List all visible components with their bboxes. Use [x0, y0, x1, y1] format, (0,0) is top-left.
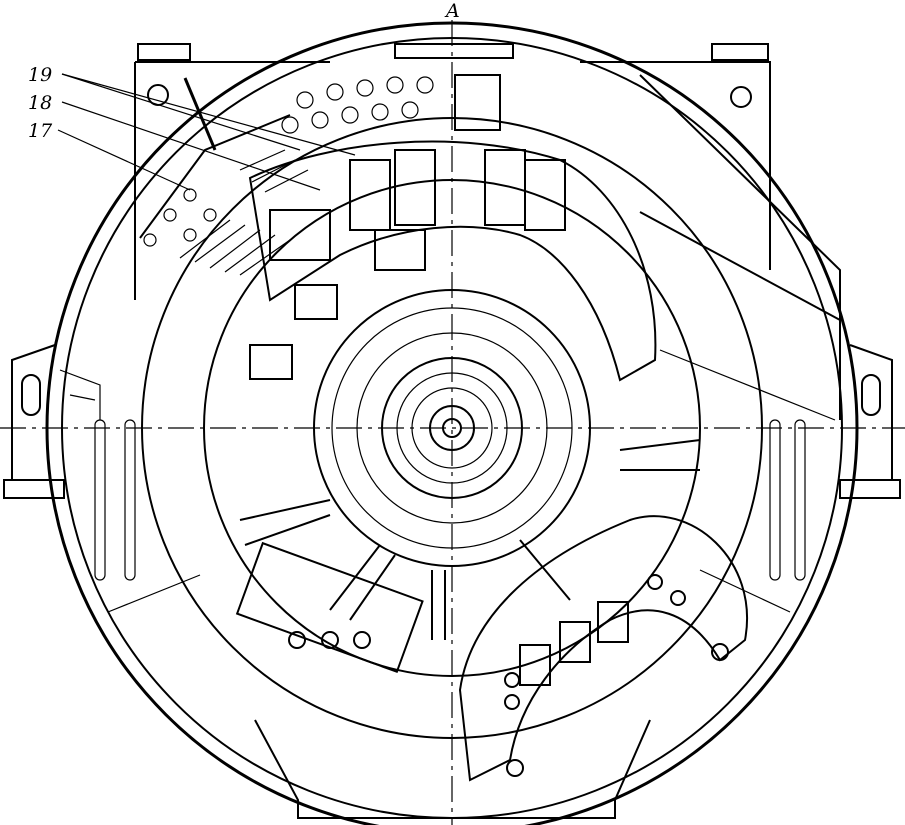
- centerlines: [0, 20, 905, 825]
- label-19: 19: [28, 64, 52, 86]
- pole-assembly: [59, 74, 748, 782]
- label-17: 17: [28, 120, 53, 142]
- leader-lines: [57, 73, 356, 191]
- section-mark-label: A: [444, 0, 460, 22]
- label-18: 18: [28, 92, 52, 114]
